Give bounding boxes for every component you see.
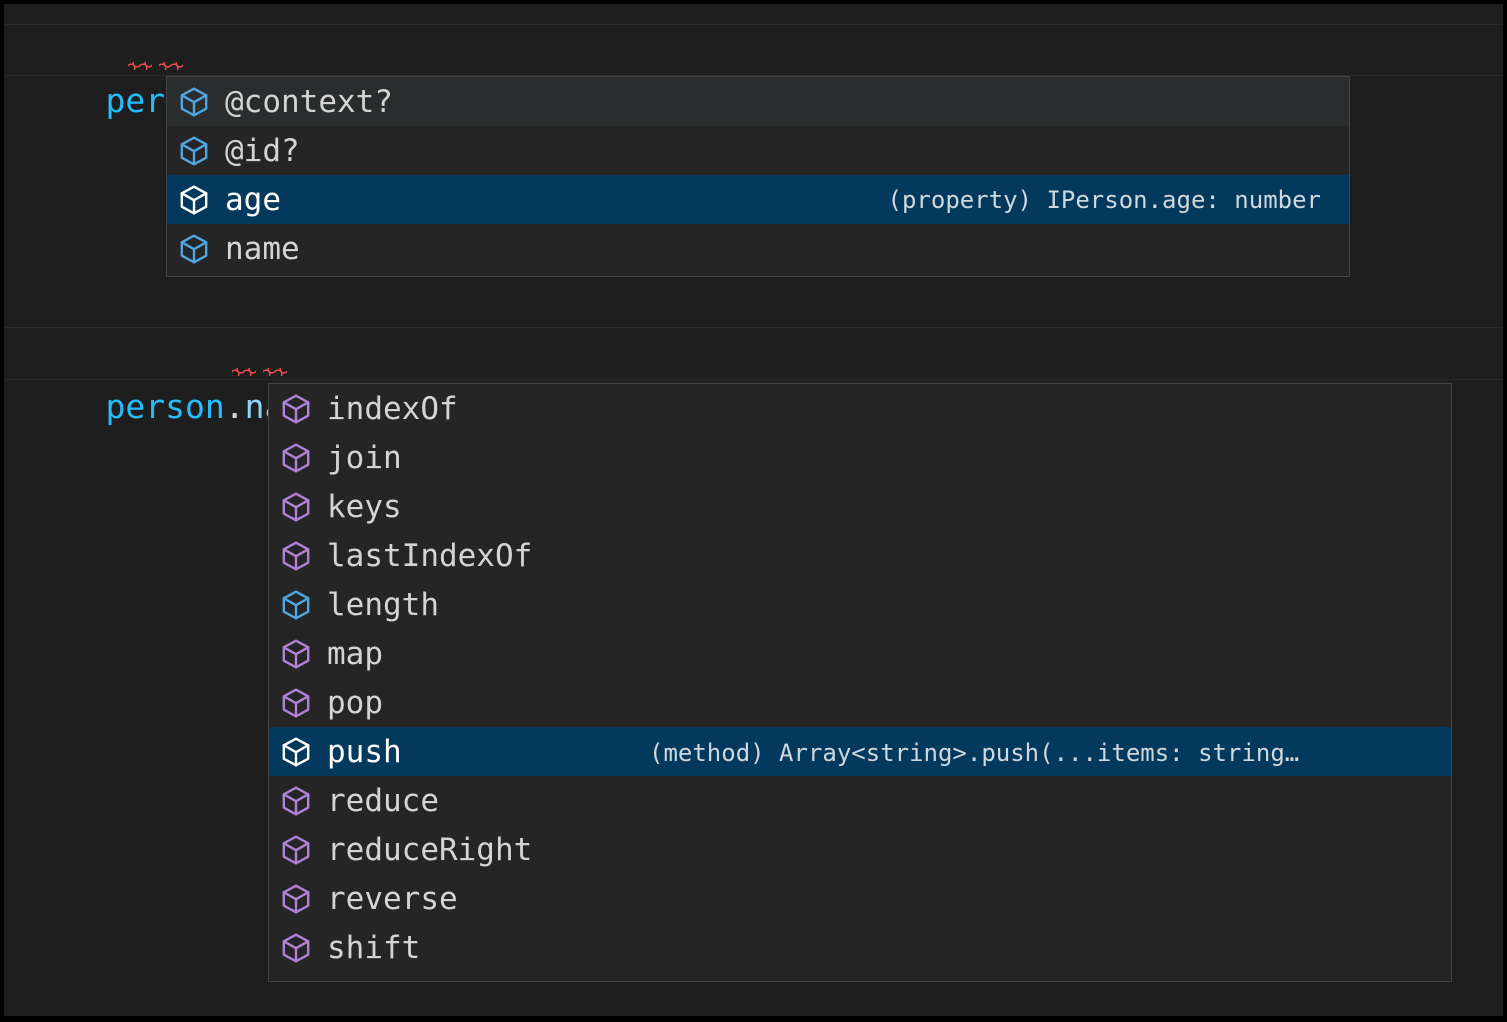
property-cube-icon: [180, 233, 208, 264]
completion-item[interactable]: push (method) Array<string>.push(...items…: [269, 727, 1451, 776]
completion-item-label: reduce: [327, 782, 439, 819]
completion-item[interactable]: pop: [269, 678, 1451, 727]
completion-item-label: indexOf: [327, 390, 458, 427]
editor-surface: person.; person.name.; @context?@id?age(…: [4, 4, 1503, 1016]
method-cube-icon: [282, 932, 310, 963]
property-cube-icon: [180, 86, 208, 117]
method-cube-icon: [282, 736, 310, 767]
token-dot: .: [224, 387, 245, 426]
error-squiggle-line-1b: [159, 62, 183, 70]
error-squiggle-line-2: [232, 368, 256, 376]
line-separator: [4, 327, 1503, 328]
completion-item[interactable]: reduceRight: [269, 825, 1451, 874]
completion-item[interactable]: lastIndexOf: [269, 531, 1451, 580]
method-cube-icon: [282, 393, 310, 424]
token-object: person: [105, 387, 225, 426]
line-separator: [4, 75, 1503, 76]
completion-item-label: map: [327, 635, 383, 672]
completion-item-label: lastIndexOf: [327, 537, 533, 574]
completion-item[interactable]: shift: [269, 923, 1451, 972]
property-cube-icon: [282, 589, 310, 620]
completion-item-label: shift: [327, 929, 421, 966]
method-cube-icon: [282, 834, 310, 865]
completion-item[interactable]: join: [269, 433, 1451, 482]
completion-item-label: length: [327, 586, 439, 623]
completion-item[interactable]: keys: [269, 482, 1451, 531]
completion-item[interactable]: reverse: [269, 874, 1451, 923]
completion-item[interactable]: age (property) IPerson.age: number: [167, 175, 1349, 224]
completion-item-label: @id?: [225, 132, 300, 169]
completion-item-label: @context?: [225, 83, 393, 120]
line-separator: [4, 379, 1503, 380]
completion-item[interactable]: length: [269, 580, 1451, 629]
completion-item-detail: (method) Array<string>.push(...items: st…: [649, 739, 1300, 767]
completion-list-person[interactable]: @context? @id? age (property) IPerson.age: …: [166, 76, 1350, 277]
completion-list-person-name[interactable]: indexOf join keys lastIndexOf length map pop pu…: [268, 383, 1452, 982]
line-separator: [4, 24, 1503, 25]
method-cube-icon: [282, 785, 310, 816]
completion-item-label: join: [327, 439, 402, 476]
completion-item-label: reverse: [327, 880, 458, 917]
completion-item-detail: (property) IPerson.age: number: [887, 186, 1321, 214]
completion-item-label: reduceRight: [327, 831, 533, 868]
error-squiggle-line-1: [128, 62, 152, 70]
code-line-2[interactable]: person.name.;: [26, 329, 363, 426]
completion-item[interactable]: reduce: [269, 776, 1451, 825]
completion-item-label: keys: [327, 488, 402, 525]
method-cube-icon: [282, 540, 310, 571]
method-cube-icon: [282, 491, 310, 522]
completion-item-label: push: [327, 733, 402, 770]
method-cube-icon: [282, 883, 310, 914]
property-cube-icon: [180, 184, 208, 215]
completion-item-label: pop: [327, 684, 383, 721]
completion-item[interactable]: @context?: [167, 77, 1349, 126]
method-cube-icon: [282, 442, 310, 473]
completion-item[interactable]: map: [269, 629, 1451, 678]
completion-item[interactable]: indexOf: [269, 384, 1451, 433]
completion-item[interactable]: name: [167, 224, 1349, 273]
completion-item[interactable]: @id?: [167, 126, 1349, 175]
completion-item-label: age: [225, 181, 281, 218]
error-squiggle-line-2b: [263, 368, 287, 376]
method-cube-icon: [282, 638, 310, 669]
method-cube-icon: [282, 687, 310, 718]
completion-item-label: name: [225, 230, 300, 267]
property-cube-icon: [180, 135, 208, 166]
